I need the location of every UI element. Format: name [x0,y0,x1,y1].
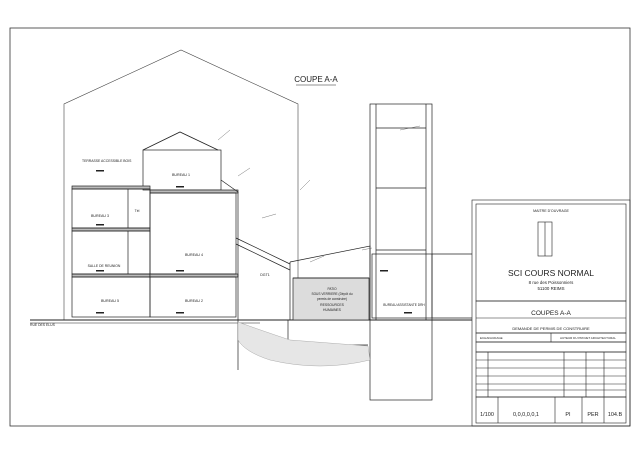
scale-value: 1/100 [480,412,494,418]
building-section [30,103,472,401]
company-name: SCI COURS NORMAL [508,268,594,278]
sheet-title: COUPES A-A [531,310,571,317]
neighbour-gable-outline [63,49,299,320]
patio-label-2: SOUS VERRIERE (Dépôt du [311,292,352,296]
bureau4-label: BUREAU 4 [185,253,203,257]
terrace-label: TERRASSE ACCESSIBLE BOIS [82,159,132,163]
section-title: COUPE A-A [294,75,338,84]
patio-label-1: PATIO [327,287,337,291]
patio-label-5: HUMAINES [323,308,342,312]
bureau2-label: BUREAU 2 [185,299,203,303]
dgt1-label: DGT1 [260,273,270,277]
application-type: DEMANDE DE PERMIS DE CONSTRUIRE [512,326,590,331]
ground-hatch [237,321,371,367]
phase-value: PI [565,412,571,418]
drawing-number: 0,0,0,0,0,1 [513,412,539,418]
sheet-number: 104.B [608,412,623,418]
salle-reunion-label: SALLE DE REUNION [88,264,121,268]
doc-type: PER [587,412,598,418]
bureau1-label: BUREAU 1 [172,173,190,177]
tel-label: Tél [135,209,140,213]
sub-left: ECHAFAUDAGE [480,336,503,340]
title-block [471,199,631,427]
address-line-1: 8 rue des Poissonniers [529,280,574,285]
address-line-2: 51100 REIMS [537,286,564,291]
bureau5-label: BUREAU 5 [101,299,119,303]
bureau-assistante-label: BUREAU ASSISTANTE DRH [383,303,425,307]
sub-right: AUTEUR DU PROJET ARCHITECTURAL [560,336,616,340]
patio-label-4: RESSOURCES [320,303,344,307]
owner-heading: MAITRE D'OUVRAGE [533,209,569,213]
bureau3-label: BUREAU 3 [91,214,109,218]
annotation-leaders [217,125,421,263]
patio-label-3: permis de construire) [317,297,347,301]
sheet-frame [9,27,631,427]
level-markers [96,170,412,314]
street-label: RUE DES ELUS [30,323,56,327]
